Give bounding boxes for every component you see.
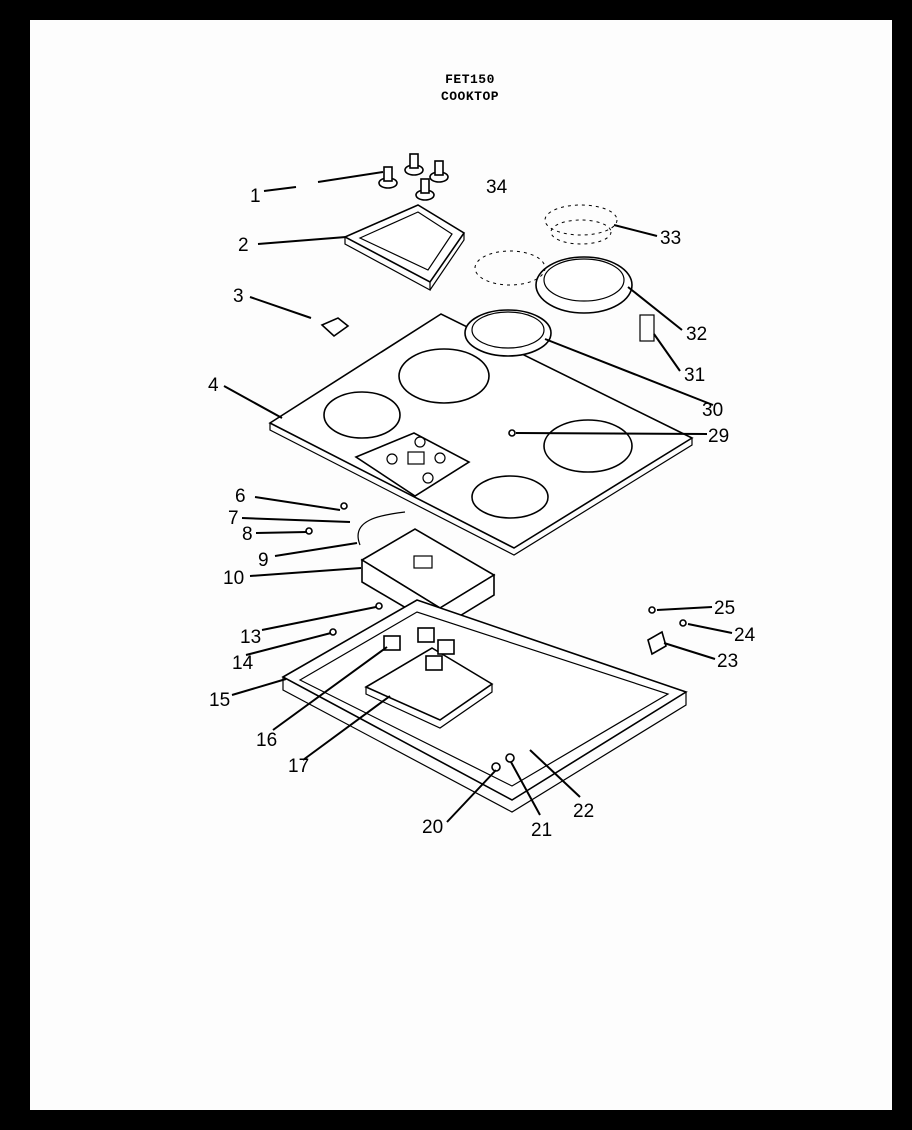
leader-lines [223,171,733,823]
part-3-clip [320,317,350,338]
callout-8: 8 [242,524,253,545]
callout-16: 16 [256,730,277,751]
side-bracket [647,606,687,656]
callout-14: 14 [232,653,254,674]
callout-30: 30 [702,400,723,421]
callout-20: 20 [422,817,443,838]
callout-33: 33 [660,228,681,249]
callout-29: 29 [708,426,729,447]
screws [305,429,516,772]
callout-9: 9 [258,550,269,571]
callout-22: 22 [573,801,594,822]
callout-34: 34 [486,177,508,198]
callout-24: 24 [734,625,756,646]
callout-labels: 1 2 3 4 6 7 8 9 10 13 14 15 16 17 20 21 … [208,177,756,841]
callout-3: 3 [233,286,244,307]
callout-7: 7 [228,508,239,529]
cooktop-top [268,313,694,556]
callout-1: 1 [250,186,261,207]
callout-4: 4 [208,375,219,396]
callout-32: 32 [686,324,707,345]
callout-15: 15 [209,690,230,711]
model-title: FET150 [445,72,495,87]
control-panel-trim [343,204,466,292]
callout-23: 23 [717,651,738,672]
control-knobs [378,153,449,201]
control-board [364,627,494,729]
callout-2: 2 [238,235,249,256]
callout-10: 10 [223,568,244,589]
callout-25: 25 [714,598,735,619]
section-title: COOKTOP [440,89,500,104]
callout-31: 31 [684,365,705,386]
callout-13: 13 [240,627,261,648]
callout-21: 21 [531,820,552,841]
callout-6: 6 [235,486,246,507]
callout-17: 17 [288,756,309,777]
bottom-box [281,599,688,813]
surface-elements [464,204,655,357]
